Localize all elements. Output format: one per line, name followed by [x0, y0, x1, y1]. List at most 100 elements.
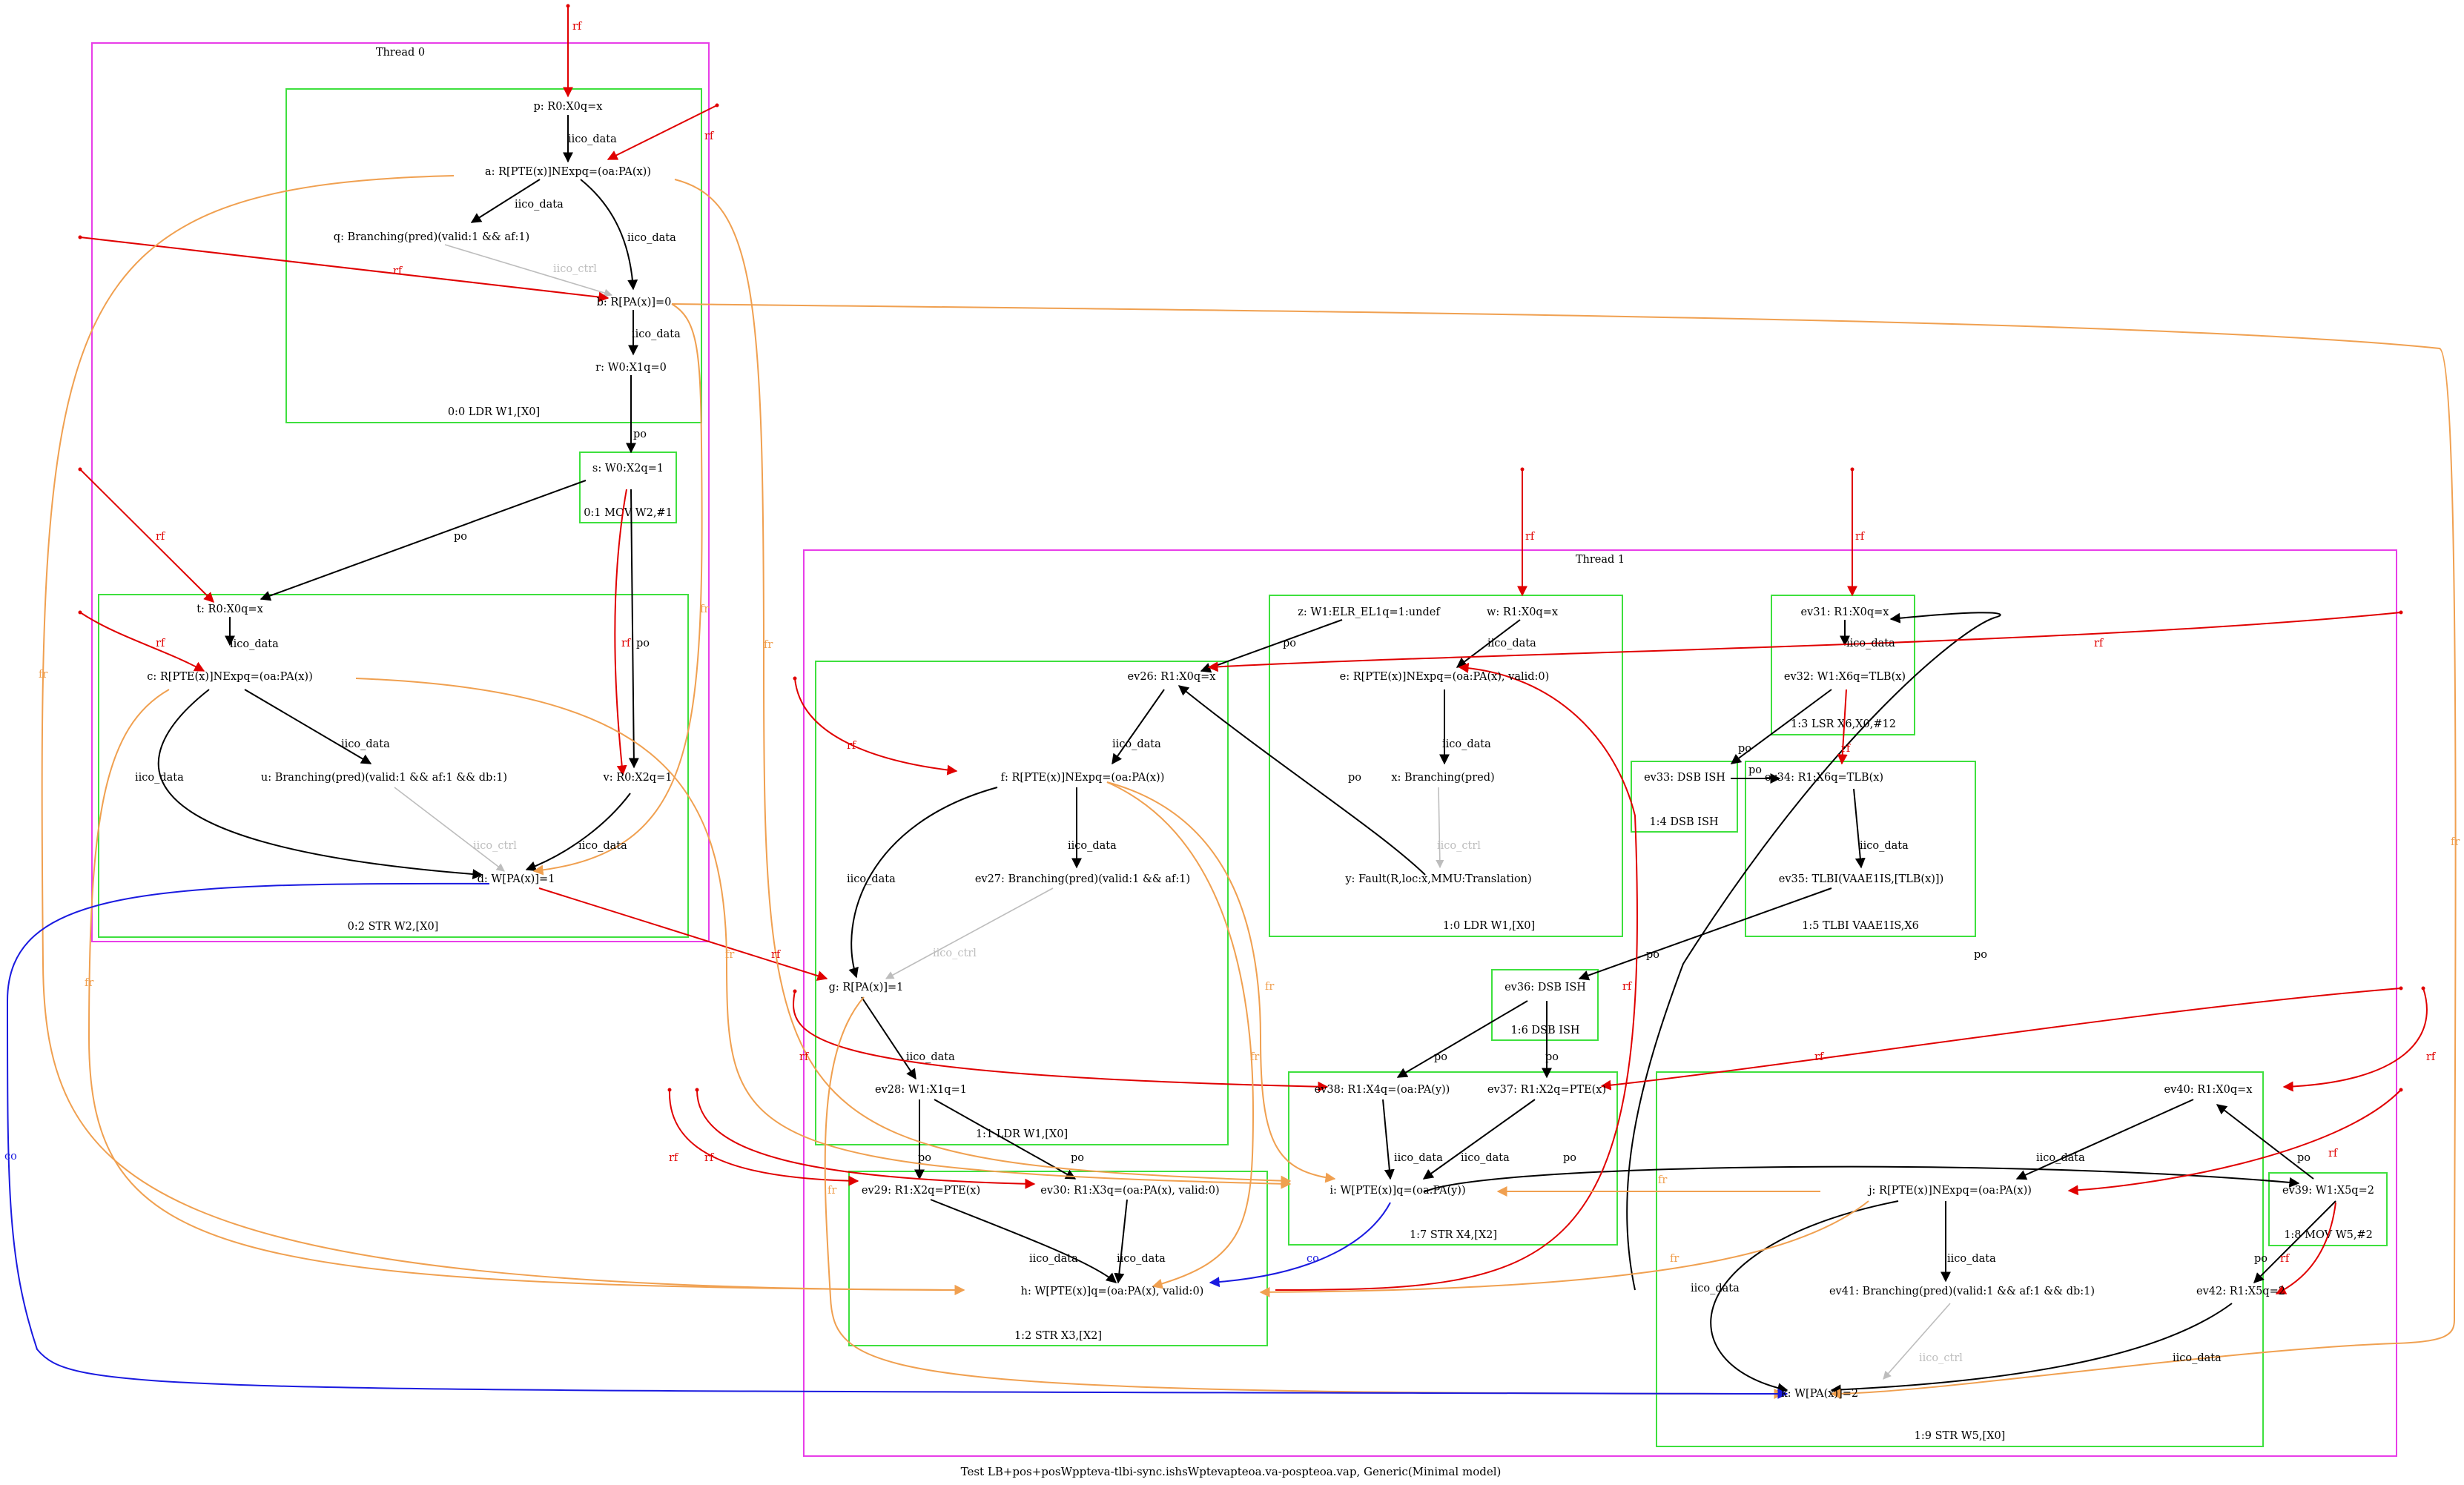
instr-0-1-label: 0:1 MOV W2,#1: [584, 507, 673, 519]
ctrl-edges: [394, 244, 1951, 1380]
edge-x-y: [1436, 787, 1444, 869]
label-iico-data: iico_data: [1846, 638, 1895, 649]
edge-ev27-g: [885, 887, 1054, 979]
label-rf: rf: [2426, 1051, 2437, 1063]
event-u: u: Branching(pred)(valid:1 && af:1 && db…: [261, 772, 507, 784]
label-fr: fr: [764, 639, 773, 651]
edge-ev30-h: [1114, 1199, 1128, 1284]
instr-1-0-label: 1:0 LDR W1,[X0]: [1443, 920, 1535, 932]
label-co: co: [1307, 1253, 1319, 1265]
label-po: po: [454, 531, 467, 543]
label-fr: fr: [1658, 1174, 1667, 1186]
instr-1-2-label: 1:2 STR X3,[X2]: [1014, 1330, 1102, 1342]
instr-1-1-label: 1:1 LDR W1,[X0]: [976, 1128, 1068, 1140]
label-po: po: [1646, 949, 1659, 961]
event-ev35: ev35: TLBI(VAAE1IS,[TLB(x)]): [1779, 873, 1943, 885]
edge-fr-f-h: [1106, 781, 1255, 1289]
edge-rf-init-ev30: [696, 1089, 1036, 1189]
instr-1-5-label: 1:5 TLBI VAAE1IS,X6: [1802, 920, 1919, 932]
label-iico-ctrl: iico_ctrl: [473, 840, 517, 852]
event-k: k: W[PA(x)]=2: [1781, 1388, 1858, 1400]
edge-rf-init-j: [2067, 1089, 2402, 1196]
edge-c-d: [157, 689, 483, 880]
label-iico-data: iico_data: [632, 328, 681, 340]
instr-0-2-cluster: 0:2 STR W2,[X0]: [98, 594, 689, 938]
instr-1-0-cluster: 1:0 LDR W1,[X0]: [1269, 595, 1623, 937]
edge-fr-b-k: [671, 303, 2457, 1399]
event-s: s: W0:X2q=1: [592, 463, 664, 474]
event-c: c: R[PTE(x)]NExpq=(oa:PA(x)): [147, 671, 312, 683]
label-po: po: [1545, 1051, 1559, 1063]
label-fr: fr: [725, 949, 734, 961]
edge-rf-init-b: [79, 237, 610, 302]
label-iico-data: iico_data: [135, 772, 184, 784]
black-edges: [157, 115, 2336, 1395]
label-iico-ctrl: iico_ctrl: [1437, 840, 1481, 852]
edge-y-ev26: [1177, 685, 1426, 876]
edge-a-q: [470, 179, 541, 223]
label-rf: rf: [393, 265, 403, 277]
edge-rf-init-c: [79, 612, 205, 672]
label-po: po: [1348, 772, 1361, 784]
label-fr: fr: [828, 1185, 836, 1197]
edge-fr-j-h: [1259, 1200, 1869, 1297]
label-rf: rf: [704, 1152, 715, 1164]
edge-j-k: [1710, 1200, 1899, 1394]
edge-z-ev26: [1200, 619, 1343, 673]
label-po: po: [636, 638, 650, 649]
event-ev29: ev29: R1:X2q=PTE(x): [862, 1185, 980, 1197]
thread-0-cluster: Thread 0: [91, 42, 710, 942]
edge-ev34-ev35: [1853, 788, 1866, 869]
edge-ev32-ev33: [1730, 689, 1832, 764]
label-rf: rf: [771, 949, 782, 961]
label-iico-ctrl: iico_ctrl: [553, 263, 597, 275]
label-iico-data: iico_data: [1068, 840, 1117, 852]
label-iico-data: iico_data: [1029, 1253, 1078, 1265]
edge-h-ev31-po: [1626, 612, 2001, 1291]
edge-s-t: [260, 480, 587, 601]
event-w: w: R1:X0q=x: [1487, 606, 1558, 618]
edge-ev36-ev38: [1396, 1000, 1528, 1078]
edge-fr-a-i: [674, 179, 1292, 1186]
label-iico-data: iico_data: [2173, 1352, 2222, 1364]
edge-q-b: [444, 244, 613, 297]
label-iico-data: iico_data: [847, 873, 896, 885]
event-ev31: ev31: R1:X0q=x: [1801, 606, 1889, 618]
edge-ev40-j: [2015, 1099, 2194, 1180]
edge-rf-h-e: [1275, 662, 1638, 1291]
label-rf: rf: [2094, 638, 2104, 649]
label-iico-data: iico_data: [230, 638, 279, 650]
instr-0-0-cluster: 0:0 LDR W1,[X0]: [285, 88, 702, 423]
label-po: po: [1283, 638, 1296, 649]
label-iico-data: iico_data: [1112, 738, 1161, 750]
instr-1-7-label: 1:7 STR X4,[X2]: [1410, 1229, 1497, 1241]
instr-1-2-cluster: 1:2 STR X3,[X2]: [848, 1171, 1268, 1346]
label-rf: rf: [847, 740, 857, 752]
event-ev41: ev41: Branching(pred)(valid:1 && af:1 &&…: [1829, 1286, 2095, 1297]
edge-co-i-h: [1209, 1202, 1391, 1288]
edge-rf-init-f: [794, 678, 958, 775]
init-points: [78, 4, 2425, 1092]
label-rf: rf: [704, 130, 715, 142]
edge-ev28-ev30: [934, 1099, 1077, 1180]
label-iico-data: iico_data: [2036, 1152, 2085, 1164]
instr-0-2-label: 0:2 STR W2,[X0]: [348, 921, 439, 933]
edge-g-ev28: [861, 996, 916, 1080]
edge-ev42-k: [1830, 1303, 2233, 1395]
co-edges: [6, 882, 1788, 1399]
instr-1-1-cluster: 1:1 LDR W1,[X0]: [815, 661, 1229, 1145]
label-rf: rf: [2328, 1148, 2339, 1160]
edge-rf-init-ev37: [1600, 988, 2402, 1091]
label-po: po: [918, 1152, 931, 1164]
label-fr: fr: [39, 669, 47, 681]
event-g: g: R[PA(x)]=1: [829, 982, 904, 993]
event-f: f: R[PTE(x)]NExpq=(oa:PA(x)): [1001, 772, 1165, 784]
edge-fr-g-k: [824, 996, 1785, 1399]
edge-labels: rf rf rf rf rf rf rf rf rf rf rf rf rf r…: [4, 21, 2460, 1364]
thread-1-label: Thread 1: [1576, 554, 1625, 566]
label-iico-data: iico_data: [1691, 1283, 1740, 1294]
edge-rf-init-a: [607, 105, 718, 160]
event-i: i: W[PTE(x)]q=(oa:PA(y)): [1330, 1185, 1465, 1197]
instr-1-5-cluster: 1:5 TLBI VAAE1IS,X6: [1745, 761, 1976, 937]
edge-ev41-k: [1883, 1303, 1951, 1380]
